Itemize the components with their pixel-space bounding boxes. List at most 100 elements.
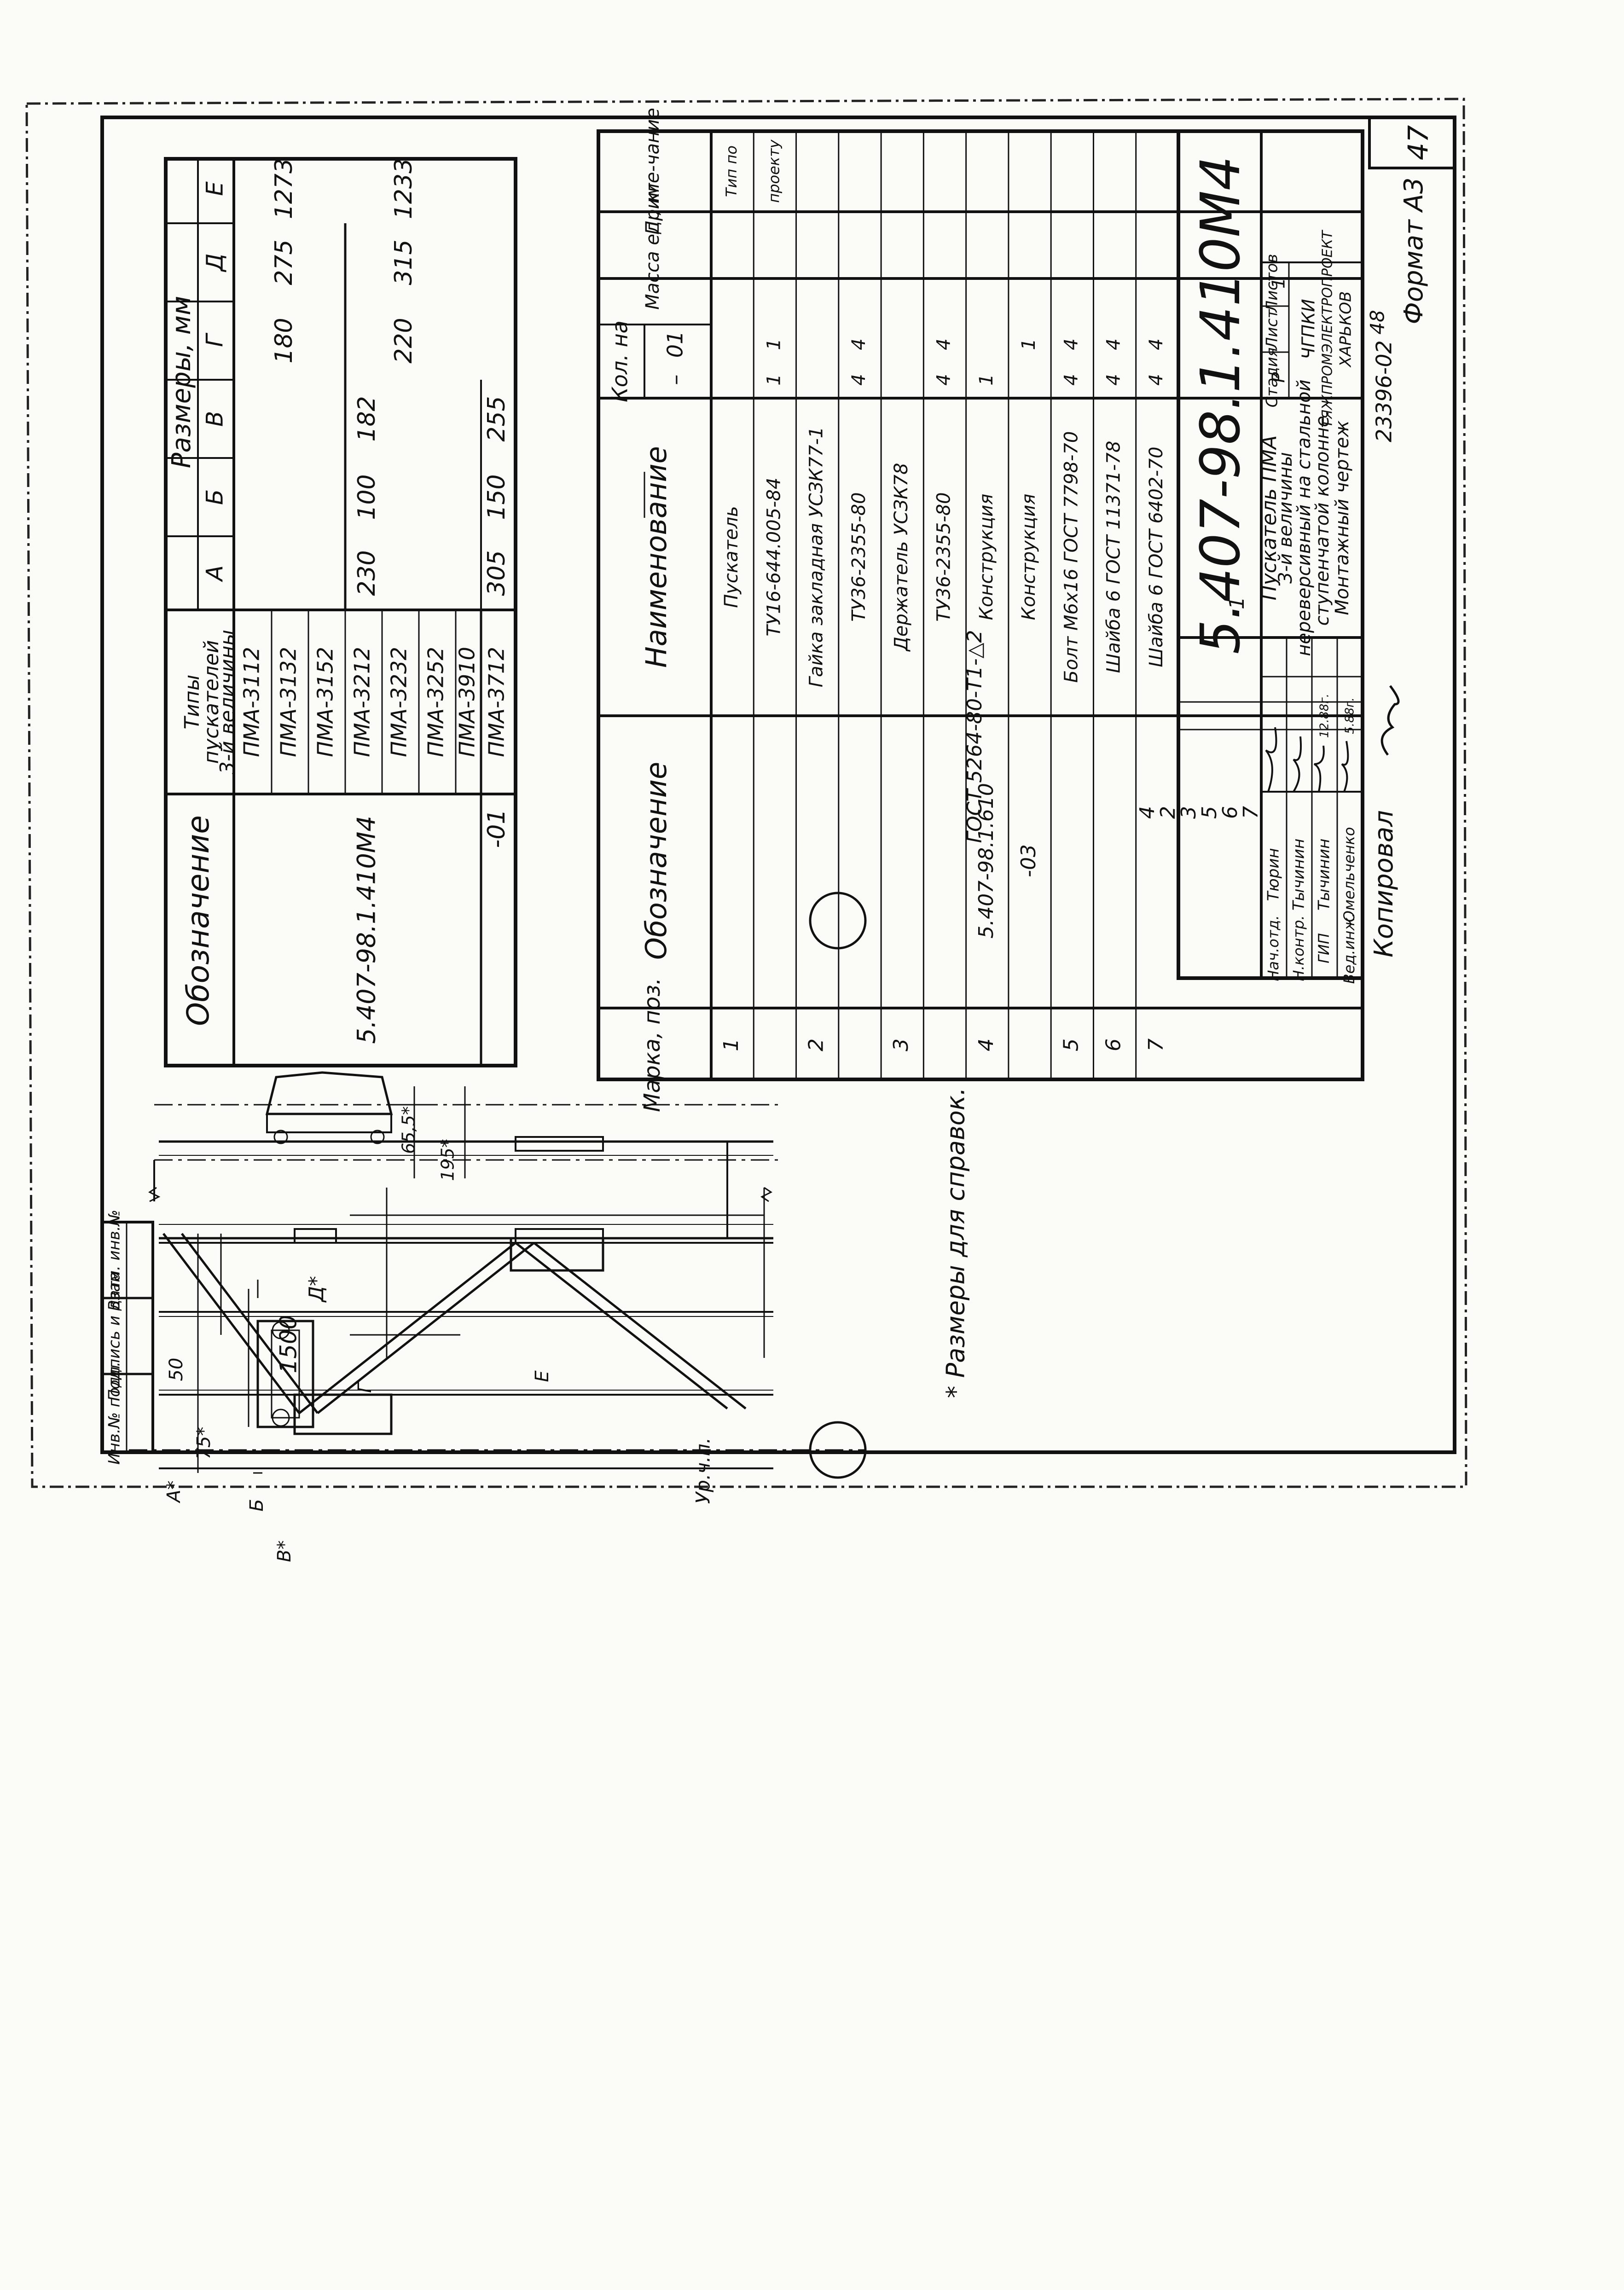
- sizes-value: 150: [483, 474, 510, 520]
- side-stamp-text: Подпись и дата: [105, 1271, 124, 1401]
- sizes-header-col: Г: [202, 332, 228, 347]
- leader-number: 7: [1239, 806, 1263, 819]
- staff-name: Омельченко: [1340, 827, 1358, 922]
- staff-date: 12.88г.: [1318, 694, 1332, 738]
- spec-cell-q1: 4: [1146, 374, 1167, 385]
- spec-cell-name: ТУ16-644.005-84: [763, 478, 784, 637]
- title-org: ХАРЬКОВ: [1337, 291, 1355, 368]
- sizes-value: 255: [483, 396, 510, 441]
- sizes-value: 230: [353, 550, 381, 596]
- sizes-header-col: Б: [202, 489, 228, 505]
- staff-role: ГИП: [1315, 933, 1333, 963]
- spec-cell-name: Болт М6х16 ГОСТ 7798-70: [1061, 431, 1082, 683]
- title-line: Пускатель ПМА: [1258, 435, 1281, 601]
- sizes-header-types-3: 3-й величины: [216, 630, 239, 774]
- sizes-header-types-2: пускателей: [200, 640, 223, 764]
- sizes-header-col: А: [202, 565, 228, 582]
- archive-number: 23396-02: [1372, 340, 1397, 442]
- format-label: Формат А3: [1399, 178, 1429, 325]
- spec-cell-note: Тип по: [723, 145, 740, 197]
- title-org: ТЯЖПРОМЭЛЕКТРОПРОЕКТ: [1320, 229, 1336, 428]
- spec-cell-name: Гайка закладная УСЗК77-1: [806, 427, 827, 687]
- side-stamp-text: Взам. инв.№: [105, 1210, 124, 1311]
- spec-cell-note: проекту: [765, 139, 783, 203]
- column-side-view: [129, 892, 867, 1479]
- sizes-value: 315: [390, 239, 418, 285]
- staff-date: 5.88г.: [1343, 697, 1357, 734]
- staff-name: Тычинин: [1290, 839, 1308, 910]
- dim-65: 65,5*: [399, 1106, 419, 1154]
- dim-G: Г: [354, 1381, 376, 1393]
- staff-role: Нач.отд.: [1264, 915, 1282, 981]
- spec-cell-mark: 3: [889, 1038, 913, 1051]
- spec-cell-q1: 1: [763, 374, 784, 385]
- leader-number: 5: [1198, 806, 1221, 819]
- copied-label: Копировал: [1369, 810, 1399, 957]
- dim-B: Б: [246, 1499, 267, 1511]
- spec-cell-q1: 4: [1061, 374, 1082, 385]
- sizes-designation-main: 5.407-98.1.410М4: [352, 816, 381, 1044]
- outer-border: [25, 98, 1467, 1488]
- title-line: Монтажный чертеж: [1332, 420, 1353, 615]
- archive-sheet: 48: [1366, 310, 1389, 334]
- sizes-header-sizes: Размеры, мм: [167, 296, 197, 468]
- sheet-number: 47: [1403, 125, 1435, 160]
- title-line: ступенчатой колонне.: [1312, 410, 1333, 626]
- signature: [1293, 736, 1302, 793]
- spec-header-qty-col: –: [663, 375, 688, 385]
- title-code: 5.407-98.1.410М4: [1189, 156, 1252, 655]
- leader-number: 2: [1156, 806, 1180, 819]
- sizes-value: 220: [390, 318, 418, 363]
- sizes-header-col: Д: [202, 253, 228, 272]
- sizes-header-types: Типы: [180, 675, 204, 730]
- spec-header-designation: Обозначение: [639, 762, 673, 960]
- spec-cell-q1: 4: [848, 374, 870, 385]
- spec-header-qty: Кол. на: [608, 320, 632, 402]
- weld-note: ГОСТ 5264-80-Т1-△2: [963, 630, 986, 843]
- spec-cell-q2: 4: [848, 338, 870, 350]
- leader-number: 3: [1177, 806, 1201, 819]
- title-sheets: 1: [1269, 278, 1289, 289]
- sheet-number-box: [1368, 116, 1456, 169]
- spec-cell-name: Пускатель: [721, 506, 742, 608]
- side-stamp: Взам. инв.№ Подпись и дата Инв.№ подл.: [101, 1210, 154, 1465]
- section-view: [1027, 1735, 1123, 1989]
- sizes-value: 100: [353, 474, 381, 520]
- spec-cell-mark: 7: [1144, 1038, 1168, 1051]
- leader-number: 4: [1136, 806, 1159, 819]
- spec-cell-mark: 6: [1102, 1038, 1125, 1051]
- footnote: * Размеры для справок.: [941, 1087, 970, 1398]
- title-sheets-label: Листов: [1263, 254, 1282, 313]
- dim-50: 50: [166, 1358, 187, 1381]
- sizes-header-designation: Обозначение: [180, 815, 216, 1026]
- dim-195: 195*: [438, 1139, 458, 1181]
- staff-role: Н.контр.: [1290, 915, 1307, 981]
- leader-number: 1: [1225, 597, 1249, 609]
- leader-number: 6: [1218, 806, 1242, 819]
- sizes-value: 305: [483, 550, 510, 596]
- sizes-value: 275: [270, 239, 298, 285]
- staff-role: Вед.инж.: [1340, 913, 1358, 984]
- spec-cell-mark: 4: [974, 1038, 998, 1051]
- sizes-header-col: В: [202, 411, 228, 427]
- sizes-type: ПМА-3910: [455, 647, 480, 757]
- sizes-value: 1233: [390, 158, 418, 219]
- spec-header-mark: Марка, поз.: [639, 978, 665, 1112]
- dim-1500: 1500: [275, 1315, 302, 1373]
- side-stamp-text: Инв.№ подл.: [105, 1362, 124, 1465]
- spec-cell-name: ТУ36-2355-80: [848, 492, 870, 621]
- spec-cell-designation: 5.407-98.1.610: [974, 783, 998, 939]
- frame-border: [100, 116, 1456, 1454]
- spec-cell-q1: 4: [1103, 374, 1125, 385]
- sizes-type: ПМА-3232: [387, 647, 412, 757]
- spec-cell-q2: 4: [1061, 338, 1082, 350]
- upper-drawing: [159, 1071, 773, 1298]
- title-line: 3-й величины: [1275, 452, 1296, 584]
- spec-cell-name: Шайба 6 ГОСТ 11371-78: [1103, 441, 1125, 673]
- spec-cell-q1: 1: [976, 374, 997, 385]
- signature: [1313, 745, 1325, 792]
- spec-cell-q2: 1: [763, 338, 784, 350]
- spec-cell-mark: 2: [805, 1038, 828, 1051]
- dim-V: В*: [274, 1540, 295, 1562]
